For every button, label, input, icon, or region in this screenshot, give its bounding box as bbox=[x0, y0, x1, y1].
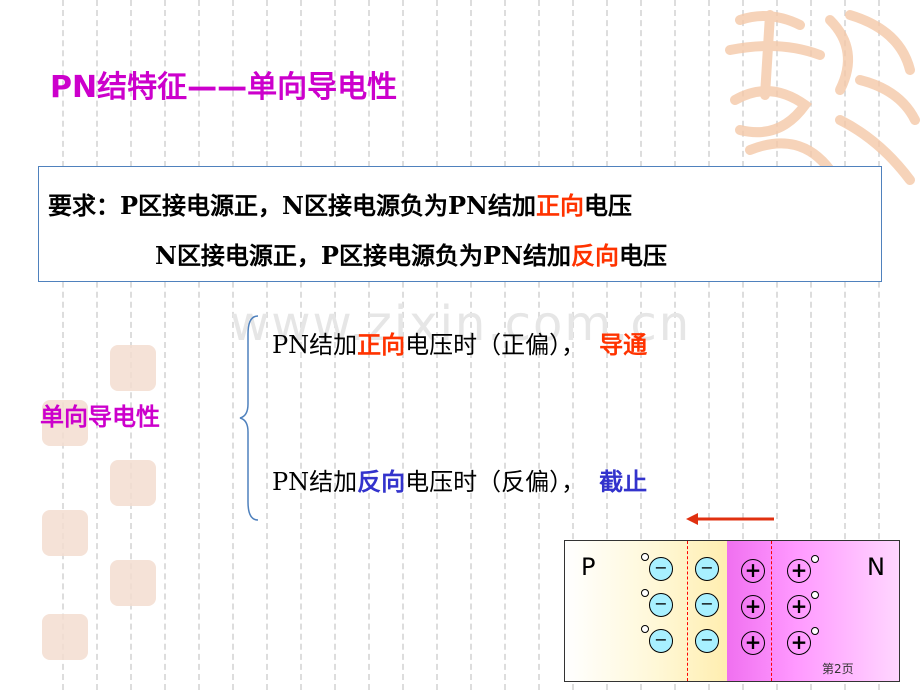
requirement-label: 要求： bbox=[48, 191, 120, 220]
seal-stamp bbox=[110, 560, 156, 606]
cutoff-result: 截止 bbox=[599, 467, 648, 496]
left-arrow-icon bbox=[686, 513, 774, 525]
curly-brace bbox=[239, 315, 259, 521]
calligraphy-decoration bbox=[725, 10, 920, 185]
brace-label: 单向导电性 bbox=[40, 403, 160, 431]
seal-stamp bbox=[42, 614, 88, 660]
conduct-result: 导通 bbox=[599, 330, 648, 359]
seal-stamp bbox=[42, 510, 88, 556]
positive-ion: + bbox=[741, 595, 765, 619]
seal-stamp bbox=[42, 400, 88, 446]
pn-junction-diagram: P N − − − − − − + + + + + + bbox=[564, 540, 900, 682]
reverse-bias-statement: PN结加反向电压时（反偏），截止 bbox=[272, 467, 648, 496]
reverse-keyword: 反向 bbox=[570, 241, 619, 270]
negative-ion: − bbox=[695, 629, 719, 653]
page-number: 第2页 bbox=[822, 662, 854, 676]
positive-ion: + bbox=[787, 595, 811, 619]
n-label: N bbox=[867, 553, 885, 581]
seal-stamp bbox=[110, 345, 156, 391]
negative-ion: − bbox=[649, 557, 673, 581]
negative-ion: − bbox=[649, 629, 673, 653]
forward-keyword: 正向 bbox=[535, 191, 584, 220]
requirement-line-2: N区接电源正，P区接电源负为PN结加反向电压 bbox=[155, 241, 667, 270]
positive-ion: + bbox=[741, 631, 765, 655]
page-title: PN结特征——单向导电性 bbox=[50, 70, 398, 105]
requirement-line-1: 要求：P区接电源正，N区接电源负为PN结加正向电压 bbox=[48, 191, 632, 220]
negative-ion: − bbox=[695, 557, 719, 581]
p-label: P bbox=[581, 553, 596, 581]
positive-ion: + bbox=[787, 631, 811, 655]
depletion-boundary-left bbox=[687, 541, 688, 681]
depletion-boundary-right bbox=[771, 541, 772, 681]
watermark: www.zixin.com.cn bbox=[230, 296, 692, 352]
forward-bias-statement: PN结加正向电压时（正偏），导通 bbox=[272, 330, 648, 359]
positive-ion: + bbox=[741, 559, 765, 583]
requirements-box bbox=[38, 166, 882, 282]
positive-ion: + bbox=[787, 559, 811, 583]
negative-ion: − bbox=[695, 593, 719, 617]
seal-stamp bbox=[110, 460, 156, 506]
negative-ion: − bbox=[649, 593, 673, 617]
